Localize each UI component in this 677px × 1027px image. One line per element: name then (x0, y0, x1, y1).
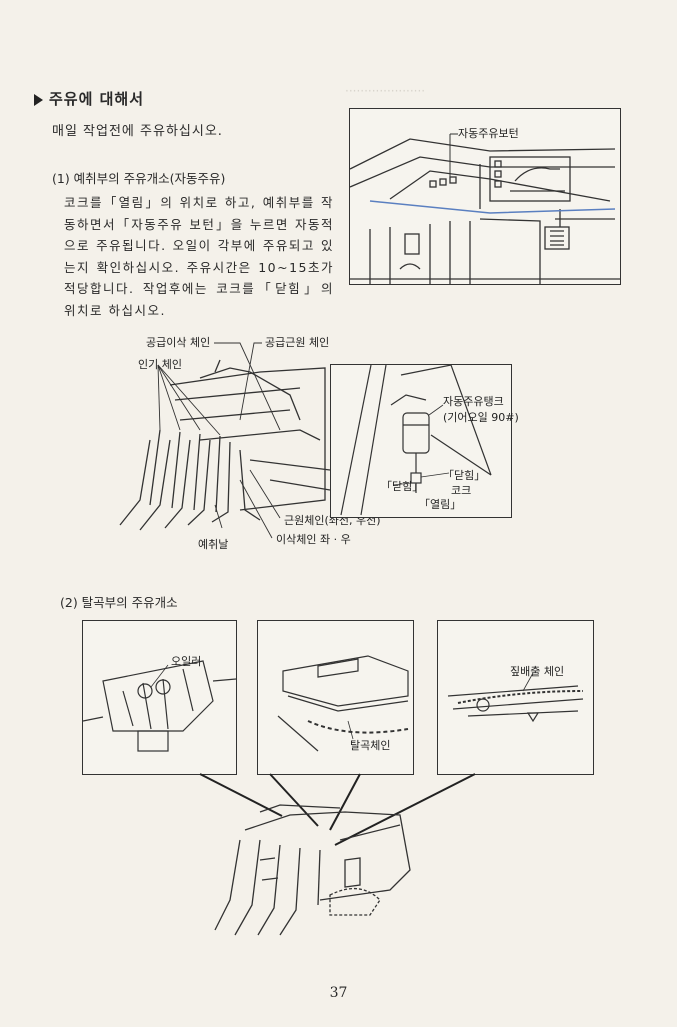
label-straw-chain: 짚배출 체인 (510, 665, 565, 678)
label-blade: 예취날 (198, 538, 229, 551)
panel-straw-chain: 짚배출 체인 (437, 620, 594, 775)
section1-paragraph: 코크를「열림」의 위치로 하고, 예취부를 작동하면서「자동주유 보턴」을 누르… (64, 195, 334, 318)
label-open: 「열림」 (419, 498, 462, 511)
panel-threshing-chain: 탈곡체인 (257, 620, 414, 775)
label-ear-chain: 이삭체인 좌 · 우 (276, 533, 351, 546)
label-closed-right: 「닫힘」 (443, 469, 486, 482)
bleed-through-text: ····················· (345, 84, 426, 98)
heading-text: 주유에 대해서 (49, 90, 145, 108)
oiler-illustration (83, 660, 236, 752)
label-supply-root-chain: 공급근원 체인 (265, 336, 330, 349)
threshing-chain-illustration (277, 655, 409, 752)
page-number: 37 (329, 985, 348, 1001)
section-heading: 주유에 대해서 (34, 88, 144, 109)
triangle-bullet-icon (34, 93, 43, 106)
label-supply-ear-chain: 공급이삭 체인 (146, 336, 211, 349)
dashboard-illustration (350, 133, 620, 284)
label-oiler: 오일러 (171, 655, 202, 668)
label-gear-oil: (기어오일 90#) (443, 411, 519, 424)
figure-auto-oil-button: 자동주유보턴 (349, 108, 621, 285)
label-oil-tank: 자동주유탱크 (443, 395, 504, 408)
panel-oiler: 오일러 (82, 620, 237, 775)
section2-title: (2) 탈곡부의 주유개소 (60, 595, 178, 610)
figure-oil-tank: 자동주유탱크 (기어오일 90#) 「닫힘」 「닫힘」 코크 「열림」 (330, 364, 519, 518)
label-threshing-chain: 탈곡체인 (350, 739, 391, 752)
straw-chain-illustration (447, 672, 584, 723)
section1-title: (1) 예취부의 주유개소(자동주유) (52, 171, 226, 186)
intro-text: 매일 작업전에 주유하십시오. (52, 124, 223, 139)
oil-tank-illustration (340, 365, 492, 516)
label-auto-oil-button: 자동주유보턴 (458, 127, 519, 140)
label-lift-chain: 인기 체인 (138, 358, 182, 371)
label-closed-left: 「닫힘」 (381, 480, 424, 493)
label-cock: 코크 (451, 484, 472, 497)
